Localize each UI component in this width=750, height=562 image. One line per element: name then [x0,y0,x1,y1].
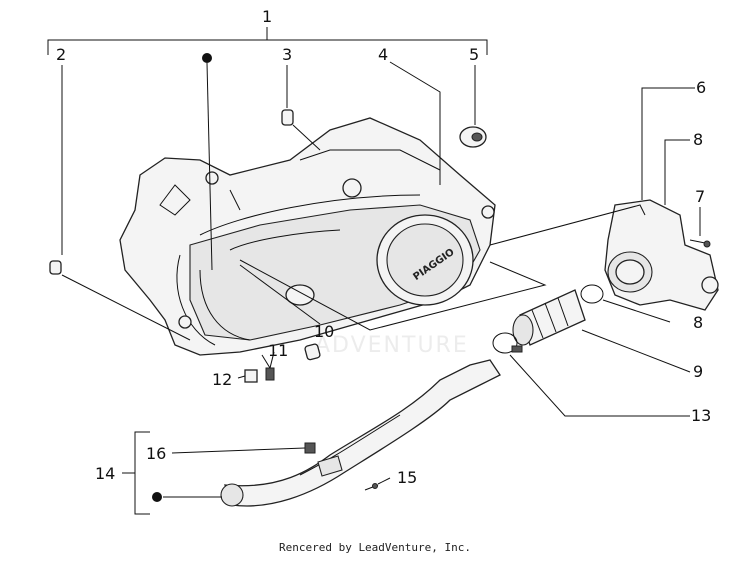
callout-1: 1 [262,7,272,26]
crankcase-cover: PIAGGIO [119,117,496,356]
part-3-dowel [281,109,294,126]
callout-11: 11 [268,341,288,360]
part-7-screw [689,239,711,248]
part-6-air-intake [604,199,719,311]
part-8-o-ring [580,284,604,304]
part-16-fitting [304,442,316,454]
part-15-screw [364,483,379,491]
callout-13: 13 [691,406,711,425]
callout-8-bottom: 8 [693,313,703,332]
part-9-bellows [512,289,586,346]
watermark-text: ADVENTURE [315,333,469,358]
part-2-dowel [49,260,62,275]
callout-16: 16 [146,444,166,463]
callout-5: 5 [469,45,479,64]
callout-3: 3 [282,45,292,64]
callout-6: 6 [696,78,706,97]
part-10-dowel [304,343,321,361]
callout-2: 2 [56,45,66,64]
callout-labels: 1 2 3 4 5 6 7 8 8 9 10 11 12 13 14 15 16 [56,7,711,487]
bullet-marker [152,492,162,502]
part-12-clip [244,369,258,383]
callout-9: 9 [693,362,703,381]
footer-credit: Rencered by LeadVenture, Inc. [278,541,472,554]
part-5-oil-seal [459,126,487,148]
bullet-marker [202,53,212,63]
leader-lines [47,27,701,515]
part-14-duct [220,359,501,507]
callout-8-top: 8 [693,130,703,149]
callout-12: 12 [212,370,232,389]
part-13-clamp [492,332,523,354]
callout-15: 15 [397,468,417,487]
callout-7: 7 [695,187,705,206]
callout-4: 4 [378,45,388,64]
callout-14: 14 [95,464,115,483]
callout-10: 10 [314,322,334,341]
